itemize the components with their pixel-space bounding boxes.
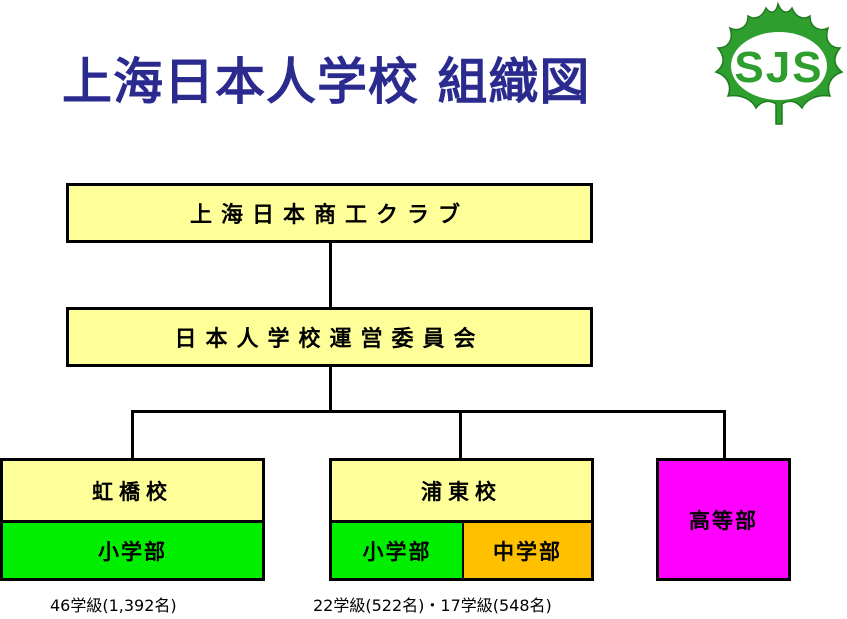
- divider: [462, 523, 464, 578]
- pudong-campus: 浦東校 小学部 中学部: [329, 458, 594, 581]
- hongqiao-stats: 46学級(1,392名): [50, 596, 177, 615]
- connector-horizontal: [131, 410, 726, 413]
- connector-high-school: [723, 410, 726, 460]
- hongqiao-elementary: 小学部: [3, 523, 262, 578]
- logo-text: SJS: [734, 43, 823, 92]
- high-school-box: 高等部: [656, 458, 791, 581]
- club-box: 上海日本商工クラブ: [66, 183, 593, 243]
- connector-committee-down: [329, 365, 332, 412]
- committee-box: 日本人学校運営委員会: [66, 307, 593, 367]
- pudong-stats: 22学級(522名)・17学級(548名): [313, 596, 552, 615]
- divider: [332, 520, 591, 523]
- divider: [3, 520, 262, 523]
- pudong-elementary: 小学部: [332, 523, 462, 578]
- connector-club-committee: [329, 241, 332, 307]
- pudong-junior-high: 中学部: [464, 523, 591, 578]
- page-title: 上海日本人学校 組織図: [62, 53, 591, 111]
- connector-pudong: [459, 410, 462, 460]
- connector-hongqiao: [131, 410, 134, 460]
- leaf-logo-icon: SJS: [714, 1, 844, 125]
- pudong-name: 浦東校: [332, 461, 591, 520]
- hongqiao-campus: 虹橋校 小学部: [0, 458, 265, 581]
- hongqiao-name: 虹橋校: [3, 461, 262, 520]
